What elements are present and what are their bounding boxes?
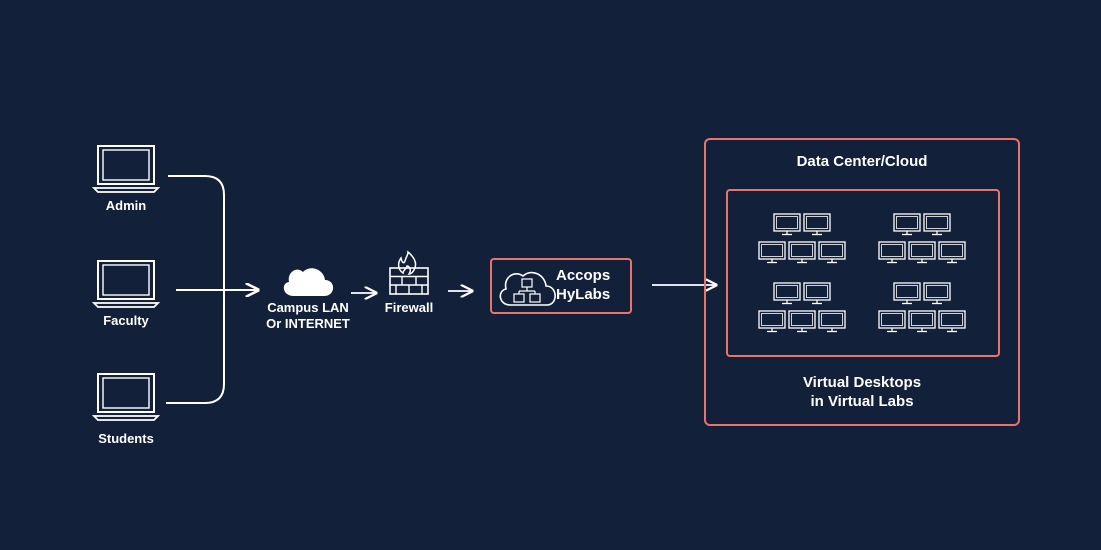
firewall-icon (389, 250, 429, 295)
hylabs-cloud-icon (499, 271, 556, 306)
campus-label: Campus LAN Or INTERNET (266, 300, 350, 331)
students-label: Students (98, 431, 154, 446)
datacenter-label: Data Center/Cloud (796, 153, 928, 170)
admin-laptop-icon (93, 145, 159, 193)
hylabs-box (490, 258, 632, 314)
faculty-laptop-icon (93, 260, 159, 308)
firewall-label: Firewall (384, 300, 434, 315)
virtual-desktops-label: Virtual Desktops in Virtual Labs (802, 374, 922, 410)
students-laptop-icon (93, 373, 159, 421)
faculty-label: Faculty (103, 313, 149, 328)
data-center-box (704, 138, 1020, 426)
admin-label: Admin (105, 198, 147, 213)
hylabs-label: Accops HyLabs (556, 267, 611, 303)
virtual-labs-box (726, 189, 1000, 357)
cloud-icon (283, 268, 334, 296)
